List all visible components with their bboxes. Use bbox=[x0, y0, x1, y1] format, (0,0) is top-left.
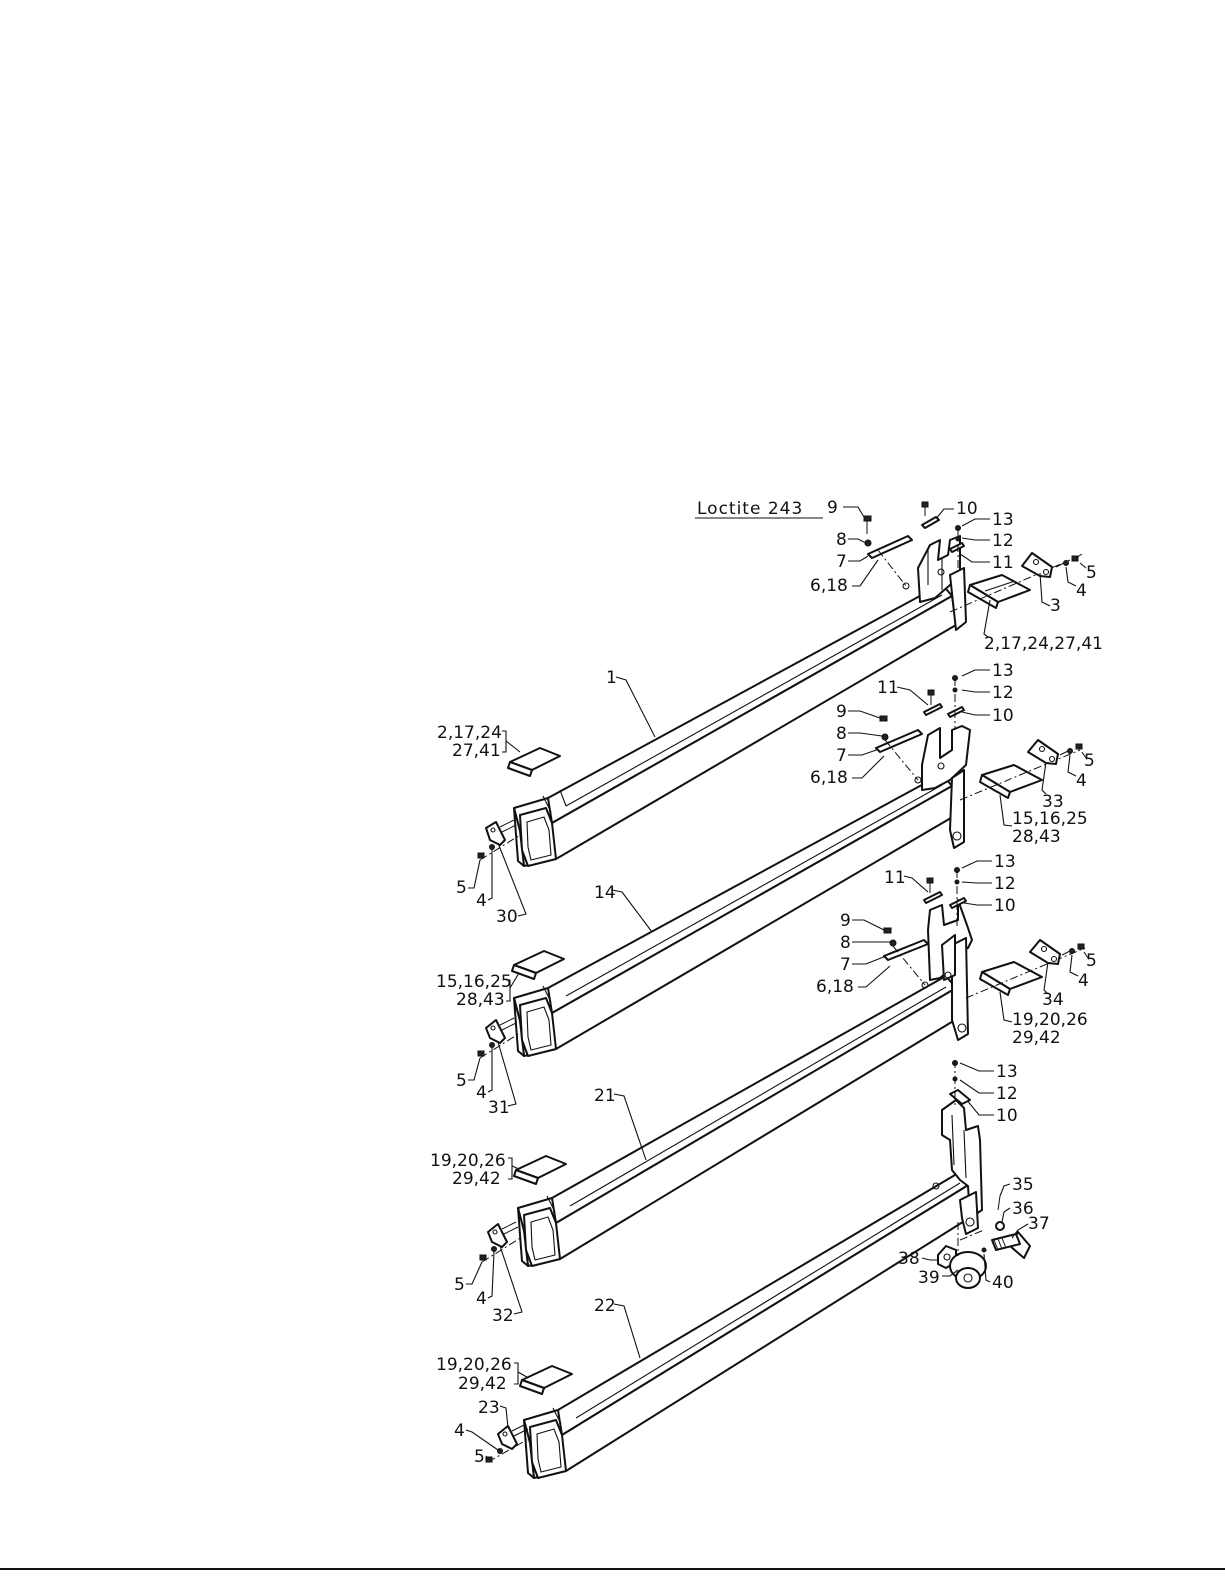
svg-text:8: 8 bbox=[836, 530, 847, 550]
svg-text:8: 8 bbox=[836, 724, 847, 744]
pad-left-1-label-a: 2,17,24 bbox=[437, 723, 502, 743]
svg-text:7: 7 bbox=[836, 552, 847, 572]
pad-left-1 bbox=[508, 748, 560, 776]
svg-text:34: 34 bbox=[1042, 990, 1064, 1010]
pad-right-3 bbox=[980, 962, 1042, 995]
svg-text:4: 4 bbox=[476, 1083, 487, 1103]
svg-text:23: 23 bbox=[478, 1398, 500, 1418]
roller-39 bbox=[950, 1252, 986, 1288]
page-bottom-rule bbox=[0, 1568, 1225, 1570]
svg-text:6,18: 6,18 bbox=[816, 977, 854, 997]
svg-text:13: 13 bbox=[992, 510, 1014, 530]
svg-text:4: 4 bbox=[454, 1421, 465, 1441]
pad-left-3-label-b: 29,42 bbox=[452, 1169, 501, 1189]
svg-text:5: 5 bbox=[456, 1071, 467, 1091]
svg-text:6,18: 6,18 bbox=[810, 576, 848, 596]
svg-text:13: 13 bbox=[992, 661, 1014, 681]
svg-text:5: 5 bbox=[456, 878, 467, 898]
svg-text:38: 38 bbox=[898, 1249, 920, 1269]
svg-text:5: 5 bbox=[1086, 951, 1097, 971]
svg-text:5: 5 bbox=[474, 1447, 485, 1467]
pad-right-1-label: 2,17,24,27,41 bbox=[984, 634, 1103, 654]
pad-right-1 bbox=[968, 575, 1030, 608]
svg-text:8: 8 bbox=[840, 933, 851, 953]
pad-left-4 bbox=[520, 1366, 572, 1394]
beam-22 bbox=[524, 1100, 982, 1478]
pad-right-3-label-a: 19,20,26 bbox=[1012, 1010, 1088, 1030]
pad-left-3 bbox=[514, 1156, 566, 1184]
svg-text:39: 39 bbox=[918, 1268, 940, 1288]
pad-left-4-label-b: 29,42 bbox=[458, 1374, 507, 1394]
svg-text:4: 4 bbox=[1076, 581, 1087, 601]
pad-left-2-label-a: 15,16,25 bbox=[436, 972, 512, 992]
svg-text:30: 30 bbox=[496, 907, 518, 927]
plate-31 bbox=[486, 1018, 516, 1043]
svg-text:10: 10 bbox=[956, 499, 978, 519]
plate-30 bbox=[486, 820, 516, 845]
svg-text:40: 40 bbox=[992, 1273, 1014, 1293]
svg-text:9: 9 bbox=[827, 498, 838, 518]
svg-text:10: 10 bbox=[992, 706, 1014, 726]
svg-text:9: 9 bbox=[840, 911, 851, 931]
svg-text:7: 7 bbox=[840, 955, 851, 975]
svg-text:10: 10 bbox=[994, 896, 1016, 916]
plate-33 bbox=[1028, 740, 1058, 764]
svg-text:5: 5 bbox=[454, 1275, 465, 1295]
svg-text:4: 4 bbox=[476, 891, 487, 911]
plate-34 bbox=[1030, 940, 1060, 964]
svg-text:33: 33 bbox=[1042, 792, 1064, 812]
svg-text:11: 11 bbox=[992, 553, 1014, 573]
beam-1-label: 1 bbox=[606, 668, 617, 688]
loctite-note: Loctite 243 bbox=[695, 499, 823, 519]
pin-37 bbox=[992, 1232, 1030, 1258]
svg-text:5: 5 bbox=[1086, 563, 1097, 583]
svg-text:6,18: 6,18 bbox=[810, 768, 848, 788]
svg-text:5: 5 bbox=[1084, 751, 1095, 771]
svg-text:4: 4 bbox=[1076, 771, 1087, 791]
svg-text:12: 12 bbox=[994, 874, 1016, 894]
plate-23 bbox=[498, 1424, 528, 1449]
pad-right-2-label-b: 28,43 bbox=[1012, 827, 1061, 847]
pad-right-2 bbox=[980, 765, 1042, 798]
svg-text:7: 7 bbox=[836, 746, 847, 766]
svg-text:9: 9 bbox=[836, 702, 847, 722]
pad-left-3-label-a: 19,20,26 bbox=[430, 1151, 506, 1171]
pad-right-3-label-b: 29,42 bbox=[1012, 1028, 1061, 1048]
svg-text:31: 31 bbox=[488, 1098, 510, 1118]
pad-left-1-label-b: 27,41 bbox=[452, 741, 501, 761]
plate-3 bbox=[1022, 553, 1052, 577]
plate-32 bbox=[488, 1222, 518, 1247]
svg-text:3: 3 bbox=[1050, 596, 1061, 616]
svg-text:4: 4 bbox=[476, 1289, 487, 1309]
svg-text:12: 12 bbox=[992, 683, 1014, 703]
pad-right-2-label-a: 15,16,25 bbox=[1012, 809, 1088, 829]
loctite-note-text: Loctite 243 bbox=[697, 499, 803, 519]
svg-text:35: 35 bbox=[1012, 1175, 1034, 1195]
svg-text:37: 37 bbox=[1028, 1214, 1050, 1234]
svg-text:13: 13 bbox=[996, 1062, 1018, 1082]
svg-text:10: 10 bbox=[996, 1106, 1018, 1126]
beam-22-label: 22 bbox=[594, 1296, 616, 1316]
svg-text:4: 4 bbox=[1078, 971, 1089, 991]
beam-21-label: 21 bbox=[594, 1086, 616, 1106]
beam-14-label: 14 bbox=[594, 883, 616, 903]
svg-text:32: 32 bbox=[492, 1306, 514, 1326]
pad-left-2-label-b: 28,43 bbox=[456, 990, 505, 1010]
svg-text:13: 13 bbox=[994, 852, 1016, 872]
pad-left-2 bbox=[512, 951, 564, 979]
svg-text:12: 12 bbox=[996, 1084, 1018, 1104]
pad-left-4-label-a: 19,20,26 bbox=[436, 1355, 512, 1375]
svg-text:11: 11 bbox=[877, 678, 899, 698]
bolt-9 bbox=[843, 507, 871, 534]
svg-text:12: 12 bbox=[992, 531, 1014, 551]
svg-text:11: 11 bbox=[884, 868, 906, 888]
